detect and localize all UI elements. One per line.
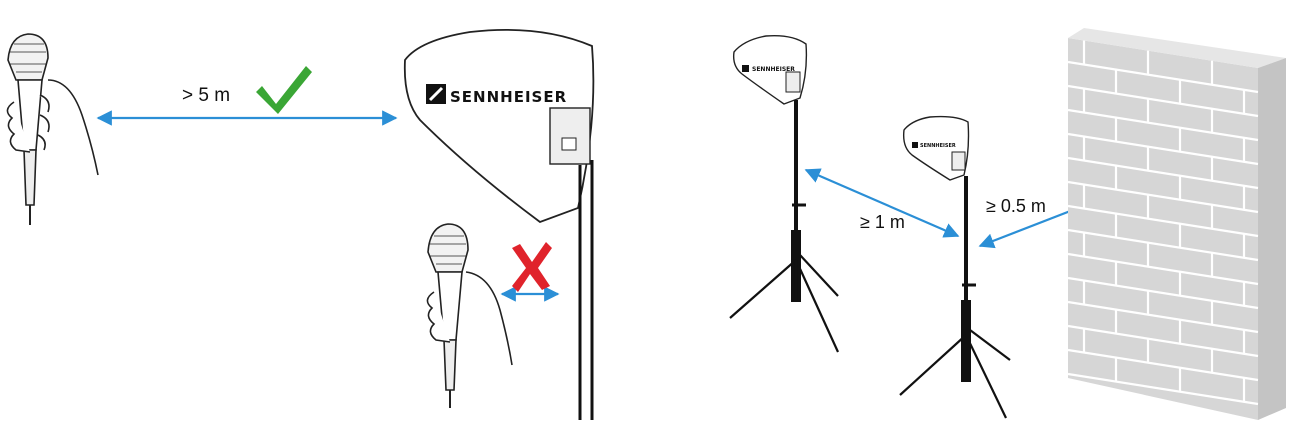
check-mark-icon bbox=[256, 66, 312, 114]
brand-logo-large: SENNHEISER bbox=[450, 88, 567, 106]
wall-distance-label: ≥ 0.5 m bbox=[986, 196, 1046, 216]
antenna-on-stand-2 bbox=[900, 117, 1010, 418]
cross-mark-icon bbox=[512, 242, 552, 292]
brand-logo-small-1: SENNHEISER bbox=[752, 66, 795, 73]
antenna-connector-box bbox=[550, 108, 590, 164]
antenna-spacing-label: ≥ 1 m bbox=[860, 212, 905, 232]
handheld-microphone-near bbox=[427, 224, 512, 408]
handheld-microphone-far bbox=[7, 34, 98, 225]
brand-logo-small-2: SENNHEISER bbox=[920, 143, 956, 149]
antenna-on-stand-1 bbox=[730, 36, 838, 352]
far-distance-label: > 5 m bbox=[182, 85, 230, 106]
brick-wall bbox=[1068, 28, 1286, 420]
